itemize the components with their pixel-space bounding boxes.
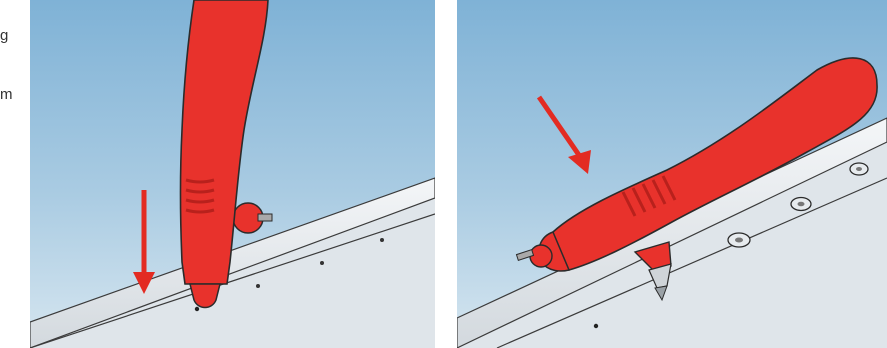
- tool-front-knob: [529, 244, 553, 268]
- tool-body: [551, 57, 878, 271]
- rail-edge-line: [30, 213, 435, 348]
- arrow-head-icon: [568, 150, 591, 174]
- tool-grip-icon: [621, 175, 677, 217]
- rail-edge-line: [496, 177, 887, 348]
- tool-probe-tip-icon: [654, 285, 668, 302]
- rivet-hole: [380, 238, 384, 242]
- rivet-hole: [194, 306, 200, 312]
- rivet-row: [727, 162, 869, 248]
- rivet-hole: [593, 323, 599, 329]
- rivet-hole: [320, 261, 324, 265]
- illustration-angle-forward: [457, 0, 887, 348]
- tool-front-pin: [515, 249, 535, 261]
- rivet-hole: [256, 284, 260, 288]
- tool-grip-icon: [185, 178, 215, 214]
- tool-tip: [189, 283, 221, 309]
- arrow-down-right-icon: [536, 95, 584, 160]
- tool-side-pin: [257, 213, 273, 222]
- rail-top: [30, 177, 435, 348]
- cropped-text-line-1: g: [0, 27, 9, 44]
- cropped-text-line-2: m: [0, 86, 13, 103]
- arrow-head-icon: [133, 272, 155, 294]
- illustration-press-down: [30, 0, 435, 348]
- illustration-panel-right: [457, 0, 887, 348]
- illustration-panel-left: [30, 0, 435, 348]
